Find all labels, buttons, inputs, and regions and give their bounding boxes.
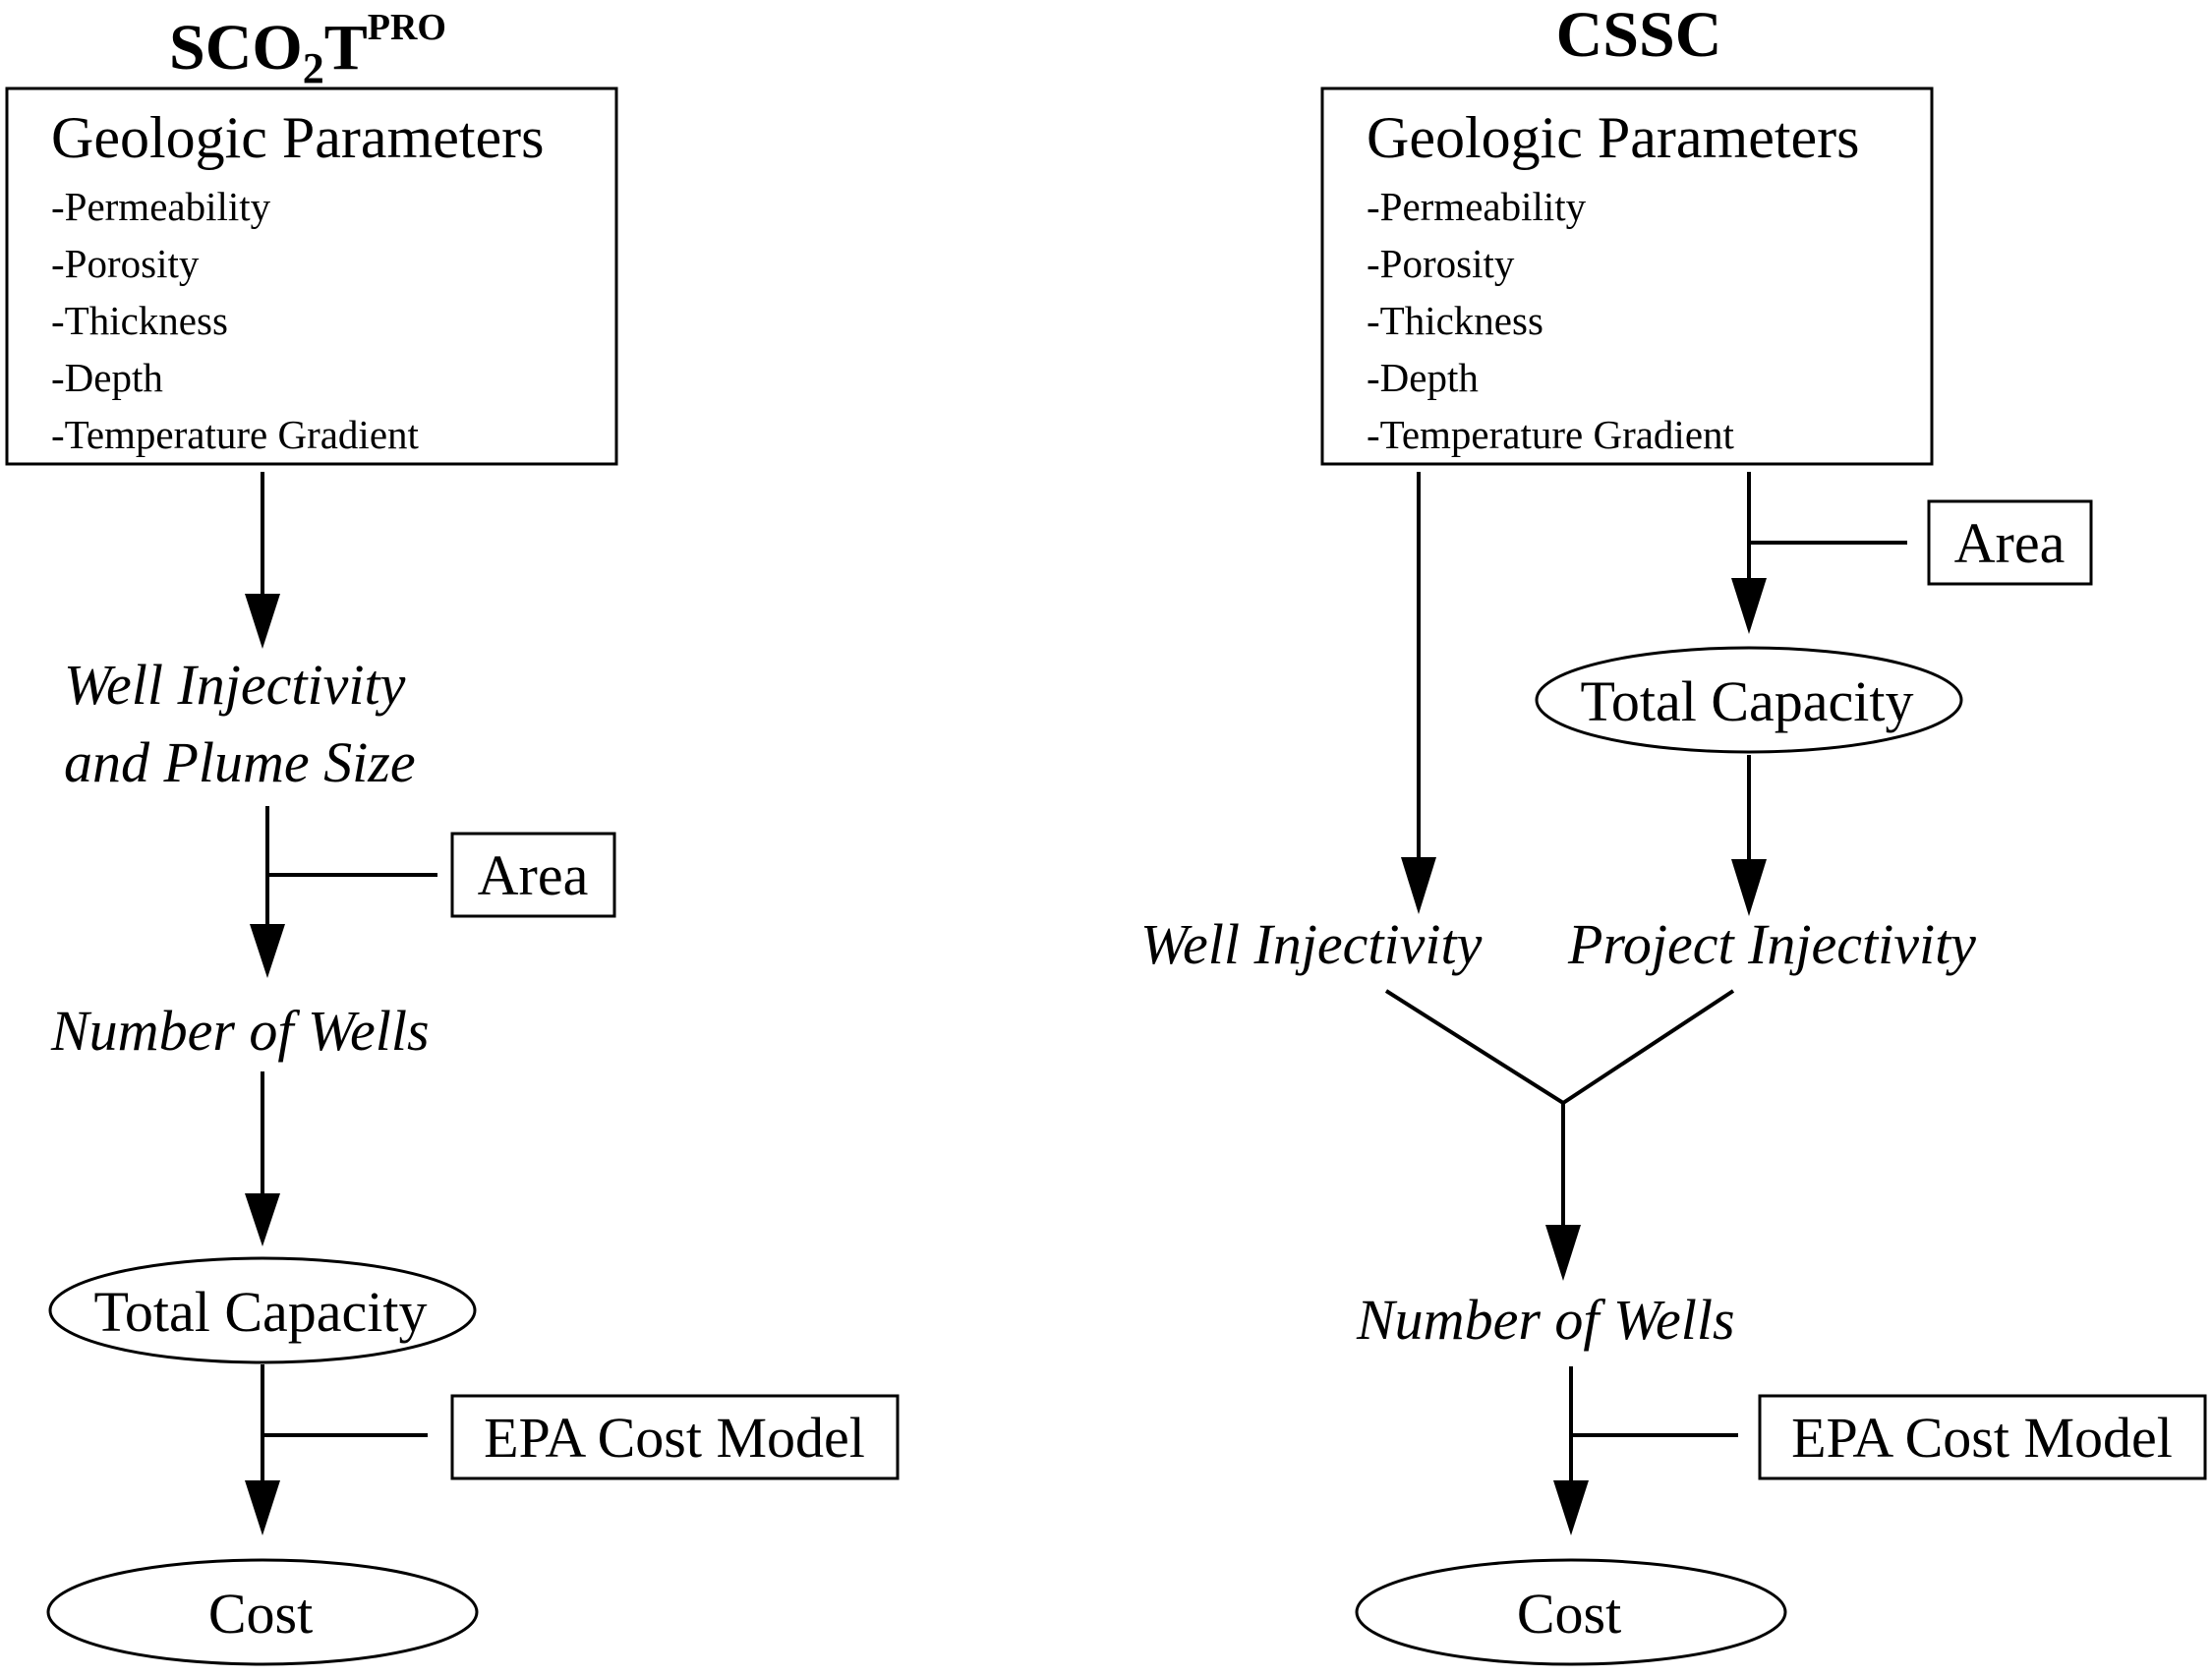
left-total-capacity-ellipse xyxy=(48,1256,477,1364)
left-plume-size-label: and Plume Size xyxy=(64,730,416,794)
right-area-label: Area xyxy=(1954,511,2066,575)
right-epa-cost-model-box xyxy=(1758,1394,2207,1480)
right-arrowhead-5 xyxy=(1553,1480,1589,1535)
left-param-thickness: -Thickness xyxy=(51,298,228,343)
right-arrowhead-2 xyxy=(1731,578,1767,634)
left-arrowhead-3 xyxy=(245,1193,280,1246)
right-arrowhead-4 xyxy=(1545,1225,1581,1281)
right-area-box xyxy=(1927,499,2093,586)
right-param-porosity: -Porosity xyxy=(1367,241,1515,286)
right-merge-connector xyxy=(1384,989,1735,1106)
left-geologic-heading: Geologic Parameters xyxy=(51,105,544,170)
right-cost-ellipse xyxy=(1355,1558,1787,1666)
left-param-depth: -Depth xyxy=(51,355,163,400)
left-param-temperature-gradient: -Temperature Gradient xyxy=(51,412,420,457)
left-param-porosity: -Porosity xyxy=(51,241,200,286)
right-total-capacity-ellipse xyxy=(1535,646,1963,754)
left-arrowhead-2 xyxy=(250,924,285,978)
left-number-of-wells-label: Number of Wells xyxy=(50,999,430,1063)
right-cost-label: Cost xyxy=(1517,1582,1621,1646)
right-arrowhead-1 xyxy=(1401,857,1436,914)
left-geologic-parameters-box xyxy=(5,87,618,466)
left-cost-label: Cost xyxy=(208,1582,313,1646)
left-arrowhead-4 xyxy=(245,1480,280,1535)
right-param-depth: -Depth xyxy=(1367,355,1479,400)
right-total-capacity-label: Total Capacity xyxy=(1581,669,1914,733)
cssc-title: CSSC xyxy=(1556,0,1722,71)
sco2t-pro-flow: SCO2TPRO Geologic Parameters -Permeabili… xyxy=(5,7,900,1666)
left-area-box xyxy=(450,832,616,918)
sco2t-title: SCO2TPRO xyxy=(169,7,446,92)
right-param-permeability: -Permeability xyxy=(1367,184,1587,229)
right-arrowhead-3 xyxy=(1731,859,1767,916)
left-arrowhead-1 xyxy=(245,594,280,649)
left-well-injectivity-label: Well Injectivity xyxy=(64,653,406,717)
right-param-temperature-gradient: -Temperature Gradient xyxy=(1367,412,1735,457)
left-param-permeability: -Permeability xyxy=(51,184,271,229)
right-number-of-wells-label: Number of Wells xyxy=(1356,1288,1735,1352)
cssc-flow: CSSC Geologic Parameters -Permeability -… xyxy=(1140,0,2207,1666)
right-project-injectivity-label: Project Injectivity xyxy=(1567,912,1976,976)
left-cost-ellipse xyxy=(46,1558,479,1666)
left-area-label: Area xyxy=(478,843,589,907)
right-well-injectivity-label: Well Injectivity xyxy=(1140,912,1483,976)
right-geologic-heading: Geologic Parameters xyxy=(1367,105,1859,170)
right-geologic-parameters-box xyxy=(1320,87,1934,466)
left-total-capacity-label: Total Capacity xyxy=(94,1280,428,1344)
left-epa-cost-model-box xyxy=(450,1394,900,1480)
right-epa-cost-model-label: EPA Cost Model xyxy=(1791,1406,2173,1470)
right-param-thickness: -Thickness xyxy=(1367,298,1543,343)
left-epa-cost-model-label: EPA Cost Model xyxy=(484,1406,865,1470)
